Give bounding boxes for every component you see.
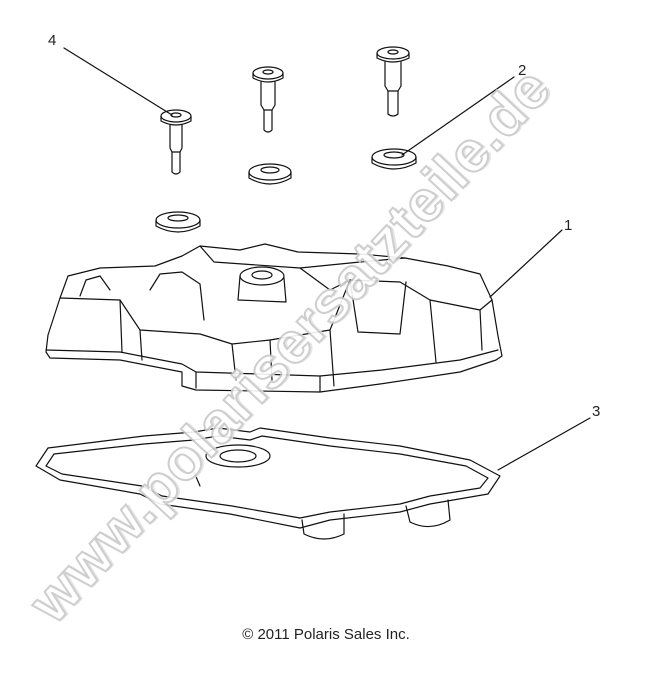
valve-cover-gasket xyxy=(36,428,500,539)
bolt-middle xyxy=(253,67,283,132)
grommet-left xyxy=(156,212,200,232)
bolt-right xyxy=(377,47,409,116)
callout-3: 3 xyxy=(592,403,601,420)
callout-2: 2 xyxy=(518,62,527,79)
grommet-middle xyxy=(249,164,291,184)
callout-1: 1 xyxy=(564,217,573,234)
leader-line-1 xyxy=(490,230,562,297)
copyright-notice: © 2011 Polaris Sales Inc. xyxy=(242,626,410,643)
valve-cover xyxy=(46,244,502,392)
leader-line-4 xyxy=(64,48,172,115)
leader-line-2 xyxy=(402,77,514,155)
leader-line-3 xyxy=(498,418,590,470)
grommet-right xyxy=(372,149,416,169)
callout-4: 4 xyxy=(48,32,57,49)
bolt-left xyxy=(161,110,191,174)
